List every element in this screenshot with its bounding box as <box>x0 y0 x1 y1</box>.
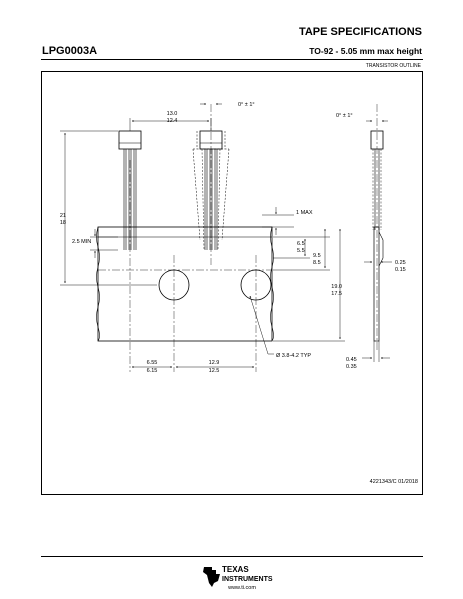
dim-hole-diameter: Ø 3.8-4.2 TYP <box>276 353 311 359</box>
dim-lead-a-top: 6.5 <box>297 241 305 247</box>
bottom-rule <box>41 556 423 557</box>
outline-label: TRANSISTOR OUTLINE <box>365 63 421 69</box>
break-left <box>96 226 100 342</box>
dim-height-top: 21 <box>60 213 66 219</box>
page-title: TAPE SPECIFICATIONS <box>298 26 422 38</box>
dim-pitch-left-top: 6.55 <box>147 360 158 366</box>
dim-lead-b-top: 9.5 <box>313 253 321 259</box>
brand-line-2: INSTRUMENTS <box>222 576 273 583</box>
transistor-leads-tilted <box>204 149 218 250</box>
dim-pitch-top: 12.9 <box>209 360 220 366</box>
drawing-frame <box>41 71 423 495</box>
tape-strip <box>97 226 273 342</box>
dim-lead-b-bottom: 8.5 <box>313 260 321 266</box>
side-tape <box>373 226 380 342</box>
dim-pitch-left-bottom: 6.15 <box>147 368 158 374</box>
angle-side: 0° ± 1° <box>336 113 353 119</box>
dim-offset-max: 1 MAX <box>296 210 313 216</box>
angle-front: 0° ± 1° <box>238 102 255 108</box>
transistor-leads <box>123 149 137 250</box>
side-leads <box>374 149 380 230</box>
dim-min-spacing: 2.5 MIN <box>72 239 91 245</box>
brand-line-1: TEXAS <box>222 565 249 574</box>
dim-side-thick-top: 0.45 <box>346 357 357 363</box>
dim-thickness-top: 0.25 <box>395 260 406 266</box>
dim-lead-a-bottom: 5.5 <box>297 248 305 254</box>
dim-pitch-bottom: 12.5 <box>209 368 220 374</box>
dim-height-bottom: 18 <box>60 220 66 226</box>
website-link[interactable]: www.ti.com <box>228 585 256 591</box>
ti-logo: TEXAS INSTRUMENTS <box>203 565 273 587</box>
dim-tape-height-bottom: 17.5 <box>331 291 342 297</box>
top-rule <box>41 59 423 60</box>
part-number: LPG0003A <box>42 45 98 57</box>
transistor-body <box>118 130 142 150</box>
drawing-code: 4221343/C 01/2018 <box>369 479 418 485</box>
dim-body-width-top: 13.0 <box>167 111 178 117</box>
texas-state-icon <box>203 567 220 587</box>
dim-side-thick-bottom: 0.35 <box>346 364 357 370</box>
break-right <box>270 226 274 342</box>
package-subtitle: TO-92 - 5.05 mm max height <box>309 46 422 56</box>
dim-tape-height-top: 19.0 <box>331 284 342 290</box>
dim-thickness-bottom: 0.15 <box>395 267 406 273</box>
dim-body-width-bottom: 12.4 <box>167 118 178 124</box>
